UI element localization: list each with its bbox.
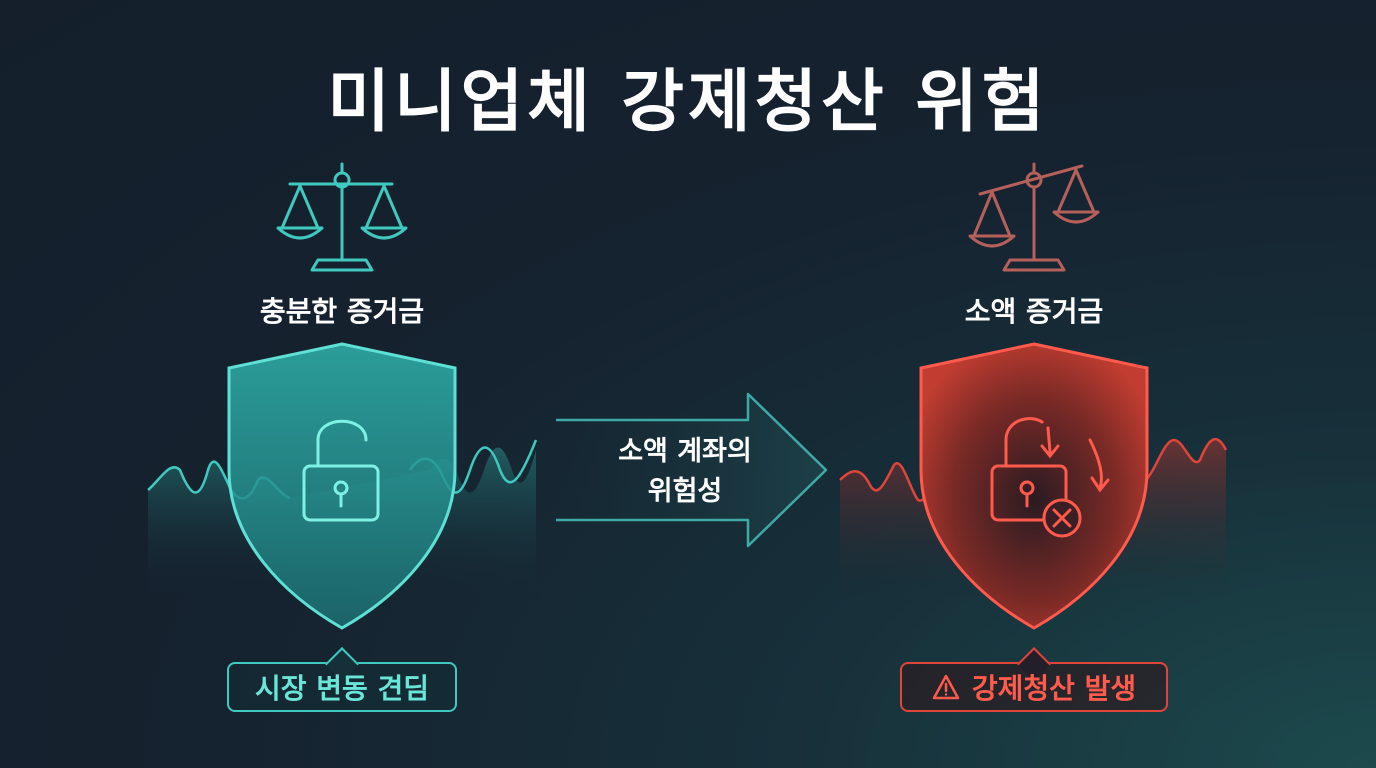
- page-title: 미니업체 강제청산 위험: [327, 63, 1049, 142]
- shield-icon: [227, 342, 457, 630]
- center-caption-line1: 소액 계좌의: [618, 436, 752, 467]
- arrow-right-icon: [556, 392, 828, 548]
- status-badge-ok: 시장 변동 견딤: [227, 647, 457, 712]
- lock-broken-icon: [990, 417, 1110, 522]
- scale-icon: [968, 162, 1100, 272]
- warning-icon: [932, 674, 960, 700]
- badge-text: 강제청산 발생: [971, 672, 1137, 705]
- right-label: 소액 증거금: [964, 295, 1104, 328]
- close-circle-icon: [1042, 498, 1082, 538]
- scale-icon: [276, 162, 408, 272]
- status-badge-warning: 강제청산 발생: [900, 647, 1168, 712]
- lock-open-icon: [302, 419, 380, 522]
- center-caption-line2: 위험성: [647, 476, 723, 507]
- left-label: 충분한 증거금: [259, 295, 425, 328]
- badge-text: 시장 변동 견딤: [254, 672, 430, 705]
- center-caption: 소액 계좌의 위험성: [600, 432, 770, 512]
